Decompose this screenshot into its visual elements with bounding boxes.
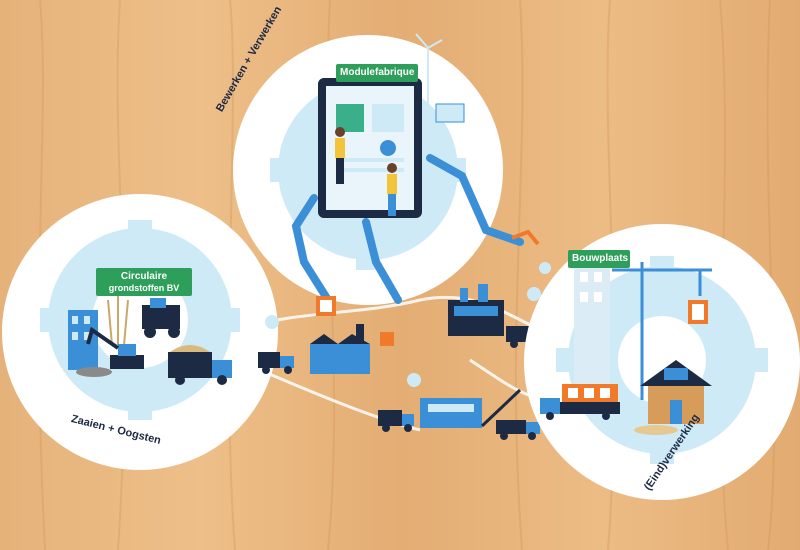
tag-line: grondstoffen BV (108, 282, 180, 293)
truck-icon (258, 352, 294, 374)
factory-icon (420, 388, 522, 428)
module-box (380, 332, 394, 346)
harvester-icon (142, 298, 180, 338)
tag-text: Bouwplaats (572, 253, 629, 264)
excavator-icon (76, 326, 144, 377)
truck-icon (378, 410, 414, 432)
truck-icon (168, 345, 232, 385)
stacked-modules (562, 384, 618, 402)
tag-module-factory: Modulefabrique (336, 64, 418, 82)
circle-sow-harvest (2, 194, 278, 470)
tag-circular-raw-materials: Circulaire grondstoffen BV (96, 268, 192, 296)
factory-icon (448, 284, 504, 336)
worker-figure (335, 127, 345, 184)
truck-icon (496, 420, 540, 440)
solar-panel-icon (435, 103, 465, 123)
wind-turbine-icon (415, 33, 443, 110)
circle-process (233, 33, 540, 316)
tablet-icon (318, 78, 422, 218)
robot-arm-icon (291, 154, 524, 304)
wheat-icon (107, 296, 129, 346)
tag-text: Modulefabrique (340, 67, 415, 78)
tag-line: Circulaire (120, 271, 168, 282)
worker-figure (387, 163, 397, 216)
circle-final-processing (524, 224, 800, 500)
truck-icon (540, 398, 620, 420)
gripper-icon (511, 229, 540, 246)
crane-icon (612, 262, 712, 400)
house-icon (640, 360, 712, 424)
apartment-building (574, 264, 610, 384)
tag-construction-site: Bouwplaats (568, 250, 630, 268)
factory-icon (310, 324, 370, 374)
